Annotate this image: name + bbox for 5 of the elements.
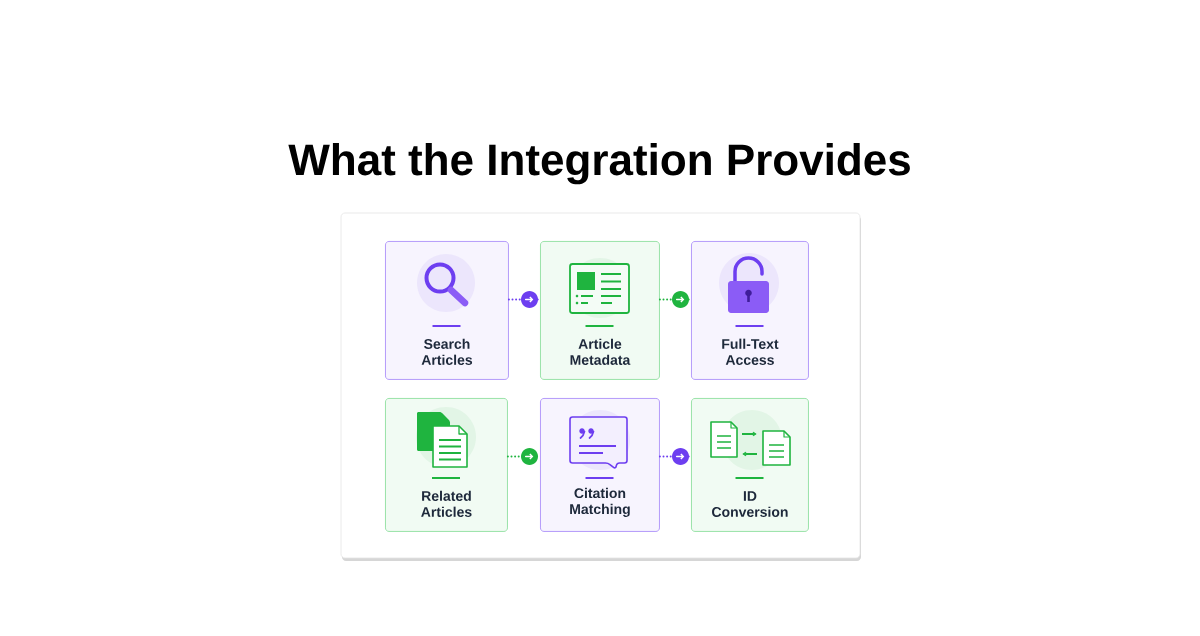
arrow bbox=[506, 447, 541, 465]
arrow bbox=[658, 290, 692, 308]
title: What the Integration Provides bbox=[288, 143, 910, 185]
arrow bbox=[658, 447, 692, 465]
arrow bbox=[507, 290, 541, 308]
